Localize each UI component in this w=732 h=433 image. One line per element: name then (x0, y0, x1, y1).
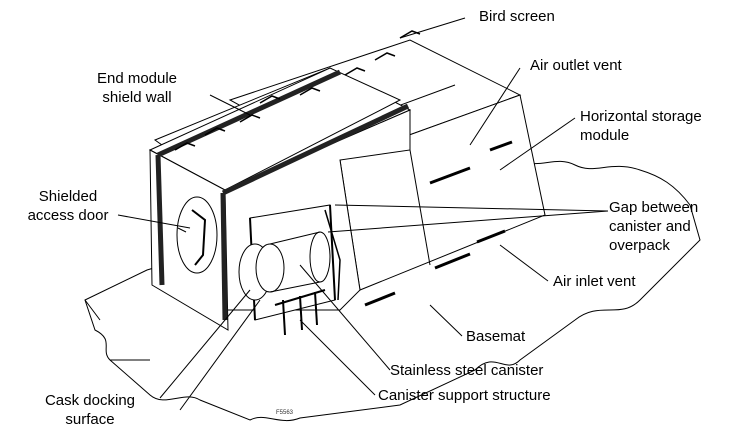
cutaway (238, 204, 341, 336)
label-cask-docking-line2: surface (65, 411, 115, 428)
label-gap-line1: Gap between (609, 199, 699, 216)
shielded-access-door (176, 196, 218, 274)
shield-bands (155, 69, 410, 321)
leader-basemat (429, 304, 463, 337)
leader-hsm (499, 117, 576, 171)
label-access-door-line1: Shielded (38, 188, 98, 205)
label-stainless-steel-canister: Stainless steel canister (390, 362, 544, 379)
label-end-module-line2: shield wall (102, 89, 172, 106)
label-access-door-line2: access door (27, 207, 109, 224)
leader-lines (117, 17, 609, 411)
leader-end-module (209, 94, 251, 116)
leader-canister (299, 264, 391, 371)
leader-gap-2 (327, 210, 609, 233)
canister-end (255, 243, 285, 293)
leader-support (299, 319, 376, 396)
leader-gap-1 (334, 204, 609, 212)
label-cask-docking-line1: Cask docking (44, 392, 136, 409)
leader-access-door (117, 214, 191, 229)
leader-bird-screen (399, 17, 466, 39)
leader-docking-1 (159, 289, 251, 399)
tie-straps (174, 30, 421, 151)
label-gap-line3: overpack (609, 237, 670, 254)
label-gap-line2: canister and (609, 218, 691, 235)
label-hsm-line1: Horizontal storage (580, 108, 702, 125)
label-air-inlet-vent: Air inlet vent (553, 273, 636, 290)
label-basemat: Basemat (466, 328, 526, 345)
label-canister-support-structure: Canister support structure (378, 387, 551, 404)
leader-air-outlet (469, 67, 521, 146)
leader-air-inlet (499, 244, 549, 282)
leader-docking-2 (179, 299, 261, 411)
figure-id: F5563 (276, 410, 294, 416)
label-end-module-line1: End module (96, 70, 178, 87)
basemat-slab (84, 159, 701, 422)
label-bird-screen: Bird screen (479, 8, 555, 25)
label-air-outlet-vent: Air outlet vent (530, 57, 622, 74)
label-hsm-line2: module (580, 127, 630, 144)
